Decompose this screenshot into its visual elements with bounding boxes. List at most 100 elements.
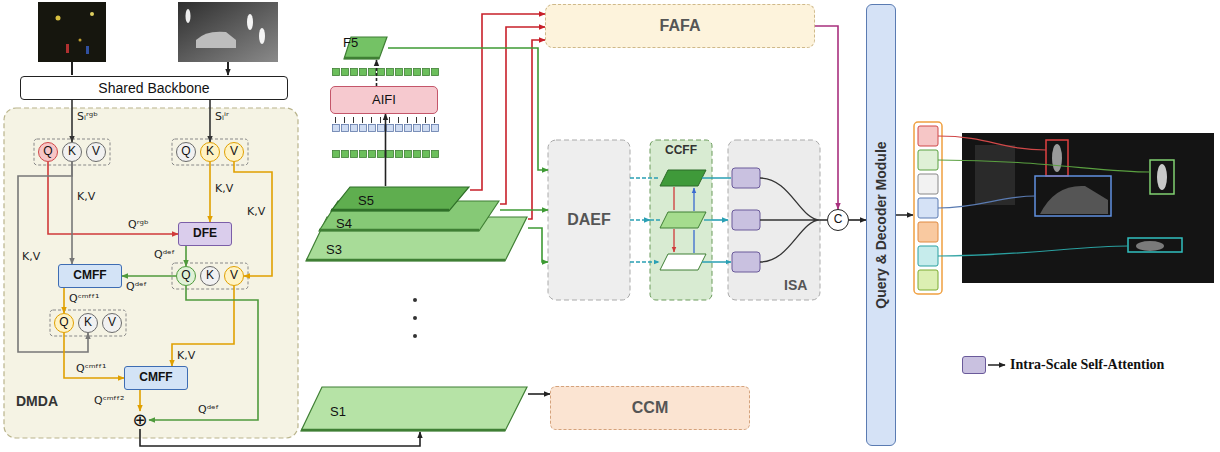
slab-face (344, 37, 387, 59)
qkv-circle: V (102, 313, 122, 333)
connector (815, 26, 838, 209)
feature-map: S1 (300, 386, 528, 432)
input-arrow (72, 62, 228, 75)
match-line (938, 136, 1046, 150)
node-label: V (230, 145, 238, 159)
node-label: S3 (326, 243, 342, 258)
edge-label: Qᵈᵉᶠ (198, 403, 219, 416)
node-label: C (834, 213, 843, 227)
connector (149, 286, 258, 420)
detection-box (1035, 176, 1111, 216)
node-label: Q (43, 145, 52, 159)
match-line (938, 246, 1128, 256)
feature-arrow (704, 219, 712, 220)
detection-box (1150, 160, 1174, 194)
qkv-group (34, 139, 110, 165)
feature-arrow (702, 178, 731, 262)
connector (209, 100, 211, 142)
sum-symbol: ⊕ (131, 411, 149, 429)
edge-label: Qᶜᵐᶠᶠ¹ (76, 362, 107, 375)
feature-arrow (630, 178, 659, 262)
rgb-image (38, 2, 106, 62)
qkv-circle: Q (176, 266, 196, 286)
connector (528, 393, 550, 395)
attention-block (732, 252, 760, 272)
edge-label: Qᶜᵐᶠᶠ² (94, 394, 125, 407)
node-label: K (84, 316, 92, 330)
query-slot (918, 222, 938, 242)
connector (209, 162, 211, 222)
node-label: Shared Backbone (98, 80, 209, 96)
fusion-map (660, 170, 706, 186)
node-label: CMFF (139, 371, 172, 385)
qkv-circle: V (86, 142, 106, 162)
slab-face (301, 387, 527, 431)
fusion-map (660, 212, 706, 228)
slab-edge (331, 209, 449, 212)
fafa-box: FAFA (545, 4, 815, 48)
node-label: V (230, 269, 238, 283)
slab-face (319, 201, 499, 231)
connector (849, 219, 866, 221)
qkv-circle: K (78, 313, 98, 333)
qkv-circle: K (62, 142, 82, 162)
ellipsis-dot (413, 316, 417, 320)
legend-label: Intra-Scale Self-Attention (1010, 356, 1164, 374)
edge-label: Qᶜᵐᶠᶠ¹ (69, 292, 100, 305)
edge-label: K,V (177, 349, 195, 362)
image-light (56, 16, 61, 21)
edge-label: Qᵈᵉᶠ (126, 280, 147, 293)
edge-label: Sᵢⁱʳ (215, 110, 229, 123)
aifi-box: AIFI (330, 86, 438, 114)
node-label: CCFF (665, 144, 697, 158)
qkv-circle: Q (54, 313, 74, 333)
output-arrow (896, 214, 913, 216)
dfe-box: DFE (178, 222, 232, 246)
image-person (1052, 144, 1062, 172)
legend-entry: Intra-Scale Self-Attention (962, 356, 1202, 376)
connector (185, 246, 187, 266)
ccff-panel (650, 140, 712, 300)
slab-edge (301, 429, 505, 432)
isa-panel (728, 140, 820, 300)
qkv-circle: Q (38, 142, 58, 162)
connector (122, 275, 176, 277)
qkv-circle: V (224, 142, 244, 162)
image-car (1040, 186, 1108, 214)
query-slot (918, 246, 938, 266)
bottom-up-arrow (693, 188, 694, 253)
match-line (938, 196, 1035, 208)
connector (528, 228, 548, 262)
node-label: K (68, 145, 76, 159)
feature-arrow (650, 219, 661, 220)
token-row (332, 68, 440, 76)
query-slot (918, 126, 938, 146)
node-label: CMFF (73, 269, 106, 283)
connector (234, 162, 272, 276)
query-slot (918, 270, 938, 290)
top-down-arrow (673, 187, 674, 252)
node-label: ⊕ (132, 411, 147, 429)
ellipsis-dot (413, 334, 417, 338)
query-slot (918, 174, 938, 194)
node-label: S5 (358, 194, 374, 209)
decoder-box: Query & Decoder Module (866, 4, 896, 446)
edge-label: Qʳᵍᵇ (128, 218, 149, 231)
qkv-group (50, 310, 126, 336)
qkv-circle: V (224, 266, 244, 286)
node-label: DAEF (567, 211, 611, 229)
node-label: Q (181, 269, 190, 283)
node-label: ISA (784, 277, 807, 293)
ccm-box: CCM (550, 386, 750, 430)
node-label: F5 (343, 36, 388, 51)
qkv-group (172, 139, 248, 165)
node-label: K (206, 269, 214, 283)
qkv-circle: K (200, 142, 220, 162)
ccff-region: CCFF (650, 140, 712, 300)
edge-label: K,V (247, 205, 265, 218)
legend-swatch (962, 356, 986, 374)
slab-edge (306, 259, 505, 262)
image-person (1157, 164, 1167, 190)
